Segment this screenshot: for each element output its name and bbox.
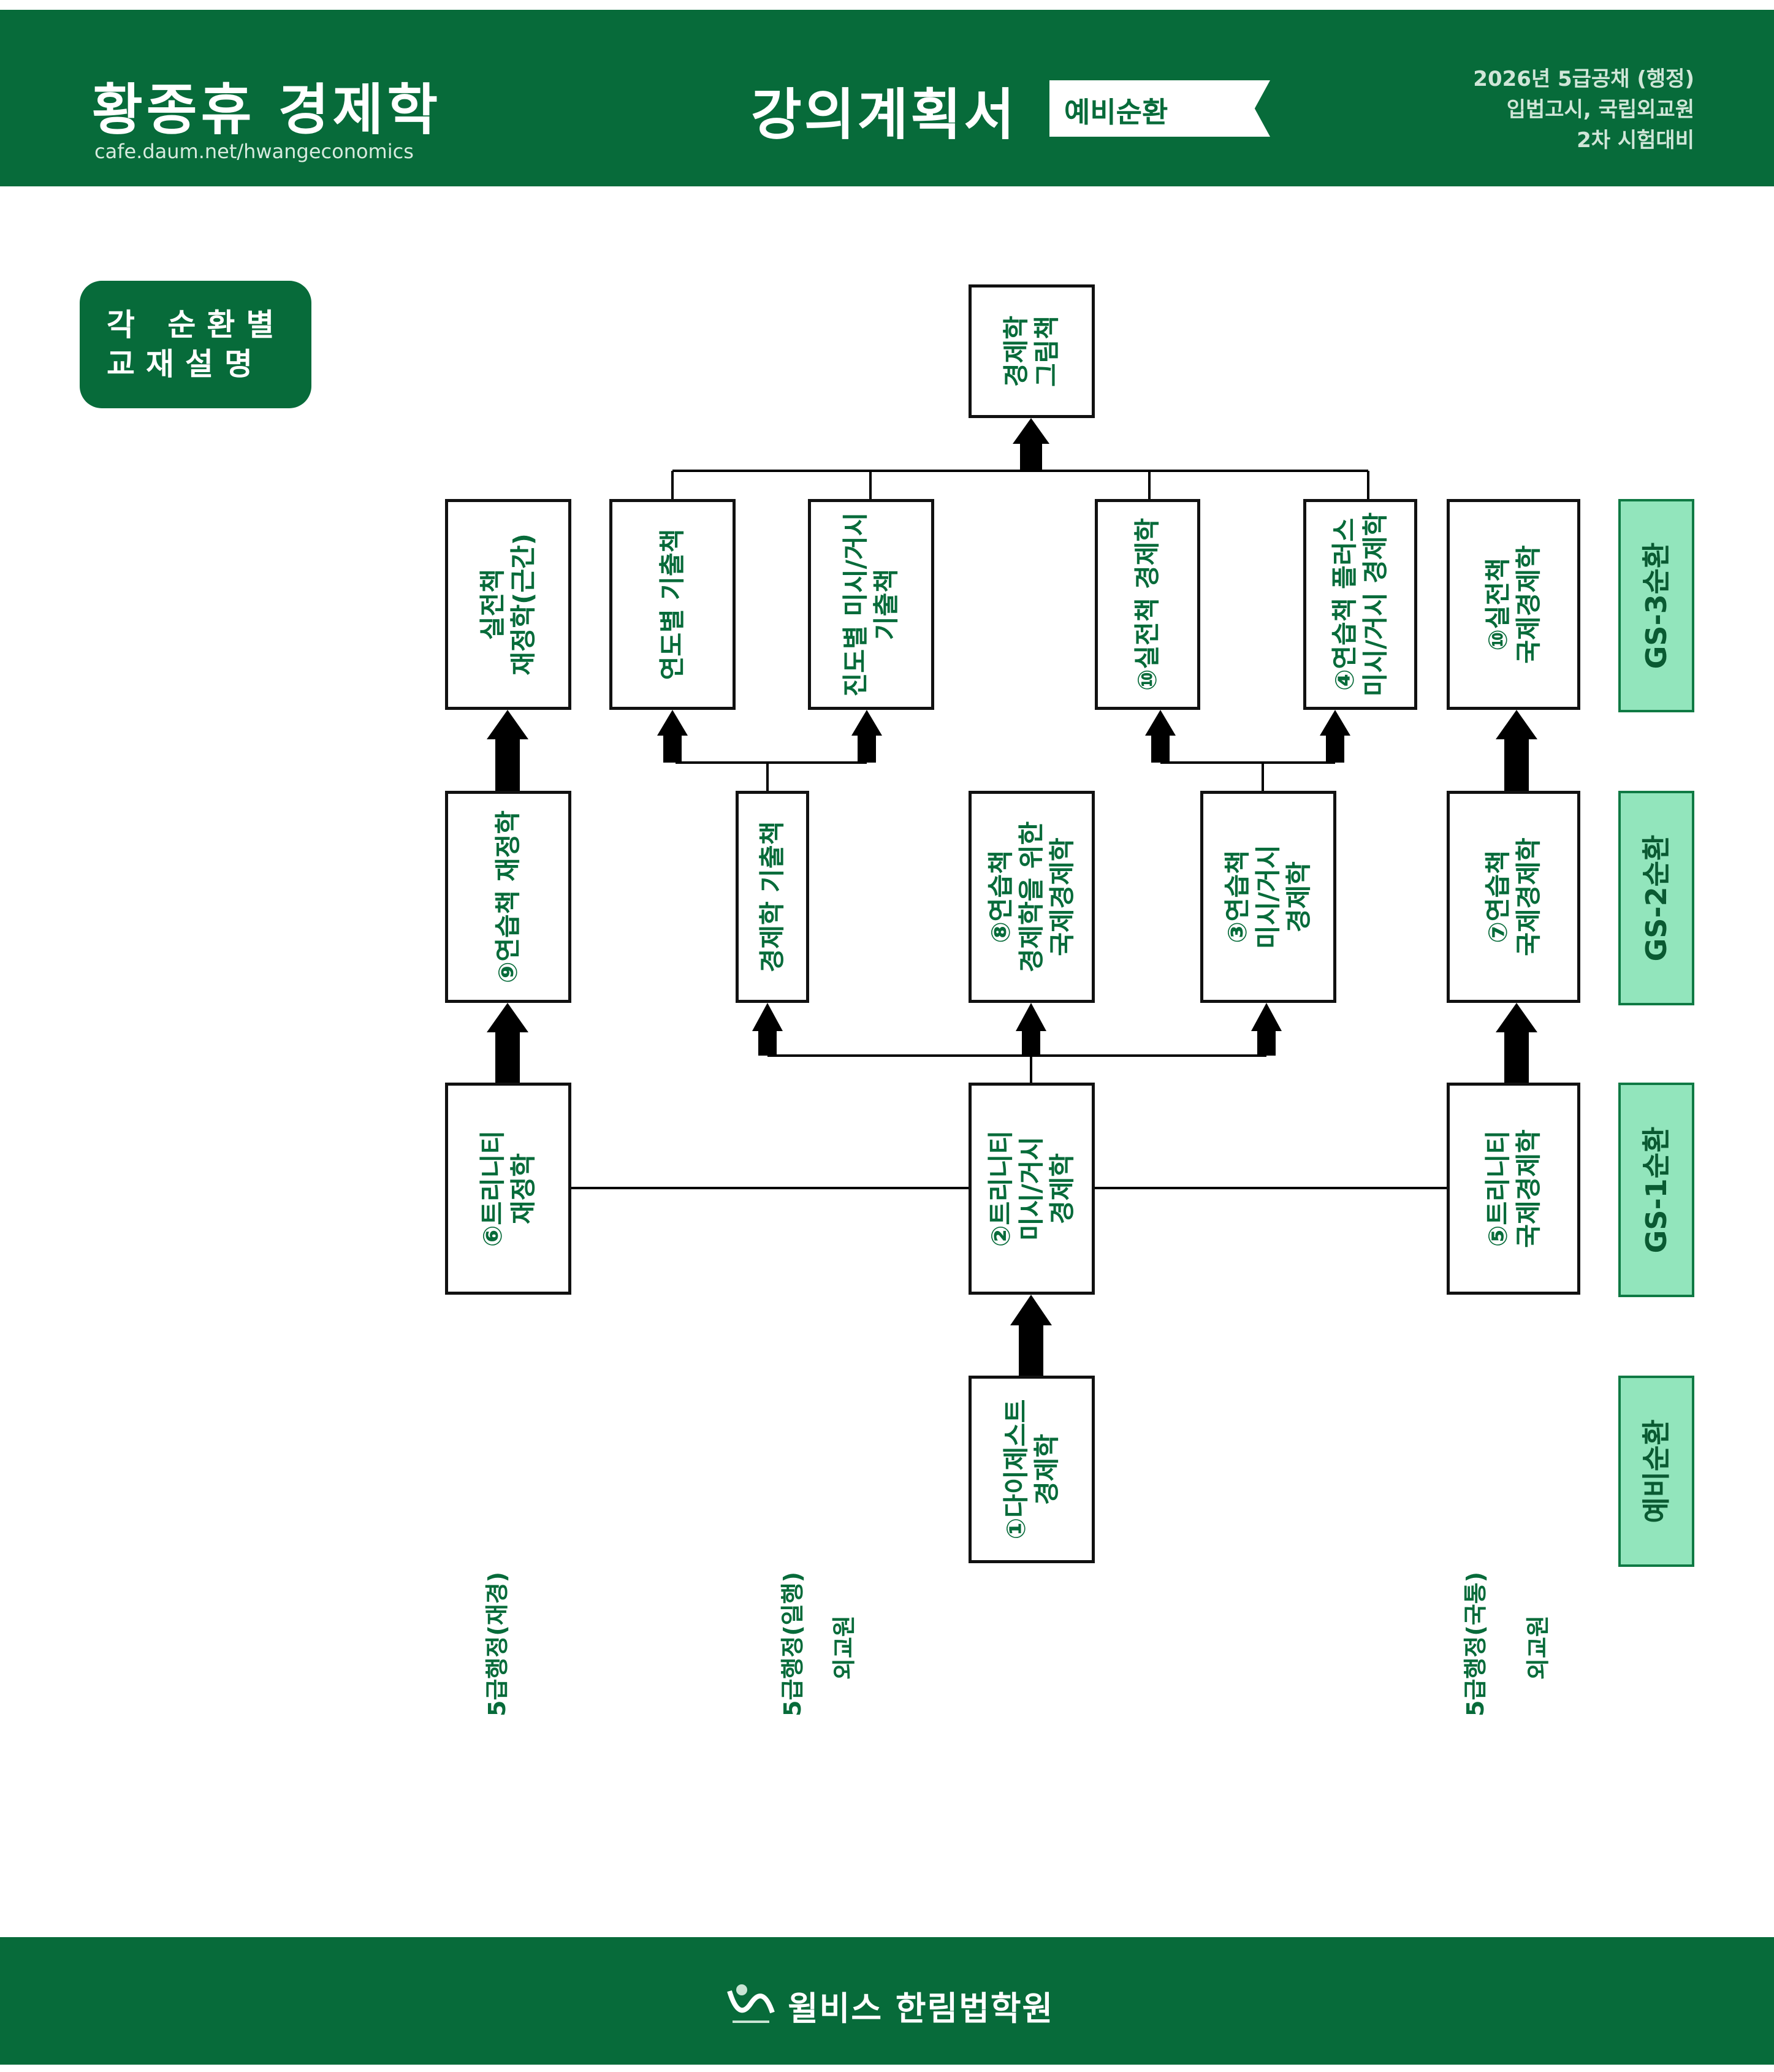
- econ-exam-book-box: 경제학 기출책: [736, 791, 809, 1003]
- header-bar: 황종휴 경제학 cafe.daum.net/hwangeconomics 강의계…: [0, 10, 1774, 186]
- box-text: 진도별 미시/거시: [840, 512, 870, 697]
- track-finance: 5급행정(재경): [484, 1572, 511, 1716]
- footer-brand: 윌비스 한림법학원: [788, 1989, 1054, 2028]
- box-text: ⑨연습책 재정학: [493, 810, 523, 984]
- footer-bar: 윌비스 한림법학원: [0, 1937, 1774, 2065]
- box-text: 재정학(근간): [508, 533, 538, 676]
- box-text: 경제학: [1047, 1153, 1077, 1224]
- willbes-logo-icon: [727, 1984, 775, 2023]
- stage-label: GS-2순환: [1640, 834, 1673, 962]
- stage-gs3: GS-3순환: [1618, 499, 1694, 712]
- box-text: 국제경제학: [1513, 545, 1544, 664]
- box-text: ②트리니티: [986, 1130, 1016, 1247]
- box-text: ③연습책: [1222, 850, 1252, 943]
- tag-line: 각 순환별: [107, 307, 286, 343]
- yearly-exam-book-box: 연도별 기출책: [609, 499, 736, 710]
- box-text: ⑥트리니티: [478, 1130, 508, 1247]
- box-text: 미시/거시: [1253, 845, 1283, 949]
- box-text: 기출책: [871, 569, 901, 640]
- box-text: ④연습책 플러스: [1330, 517, 1360, 691]
- page-title: 강의계획서: [751, 83, 1017, 147]
- box-text: 미시/거시 경제학: [1360, 512, 1390, 697]
- box-text: ⑧연습책: [986, 850, 1016, 943]
- stage-label: GS-3순환: [1640, 542, 1673, 669]
- exam-info: 2026년 5급공채 (행정) 입법고시, 국립외교원 2차 시험대비: [1473, 64, 1694, 156]
- exam-info-line: 2026년 5급공채 (행정): [1473, 67, 1694, 91]
- box-text: 국제경제학: [1513, 1129, 1544, 1248]
- stage-gs1: GS-1순환: [1618, 1083, 1694, 1297]
- box-text: ⑩실전책 경제학: [1132, 517, 1162, 691]
- box-text: 실전책: [478, 569, 508, 640]
- box-text: 국제경제학: [1047, 837, 1077, 956]
- box-text: ⑩실전책: [1483, 558, 1513, 651]
- box-text: 경제학: [1001, 316, 1031, 387]
- ribbon-label: 예비순환: [1064, 96, 1168, 129]
- section-tag: 각 순환별 교재설명: [80, 281, 311, 408]
- box-text: 그림책: [1032, 316, 1062, 387]
- exercise-finance-book-box: ⑨연습책 재정학: [445, 791, 571, 1003]
- brand-title: 황종휴 경제학: [92, 78, 442, 142]
- box-text: ⑤트리니티: [1483, 1130, 1513, 1247]
- box-text: 미시/거시: [1016, 1137, 1046, 1241]
- track-intl-diplomacy: 외교원: [1525, 1615, 1551, 1680]
- box-text: 국제경제학: [1513, 837, 1544, 956]
- box-text: 경제학: [1032, 1434, 1062, 1505]
- exam-info-line: 2차 시험대비: [1577, 128, 1694, 153]
- practice-econ-book-box: ⑩실전책 경제학: [1095, 499, 1200, 710]
- brand-url[interactable]: cafe.daum.net/hwangeconomics: [94, 140, 414, 163]
- stage-gs2: GS-2순환: [1618, 791, 1694, 1005]
- stage-ribbon: 예비순환: [1049, 80, 1270, 137]
- track-general: 5급행정(일행): [779, 1572, 806, 1716]
- track-intl: 5급행정(국통): [1462, 1572, 1489, 1716]
- track-general-diplomacy: 외교원: [831, 1615, 858, 1680]
- box-text: 경제학을 위한: [1016, 821, 1046, 973]
- box-text: 재정학: [508, 1153, 538, 1224]
- box-text: 연도별 기출책: [657, 528, 687, 680]
- stage-label: 예비순환: [1640, 1419, 1673, 1523]
- box-text: 경제학 기출책: [757, 821, 787, 973]
- tag-line: 교재설명: [107, 346, 264, 382]
- stage-pre: 예비순환: [1618, 1376, 1694, 1567]
- exam-info-line: 입법고시, 국립외교원: [1506, 97, 1694, 122]
- box-text: ①다이제스트: [1001, 1399, 1031, 1540]
- box-text: ⑦연습책: [1483, 850, 1513, 943]
- stage-label: GS-1순환: [1640, 1126, 1673, 1254]
- box-text: 경제학: [1284, 861, 1314, 932]
